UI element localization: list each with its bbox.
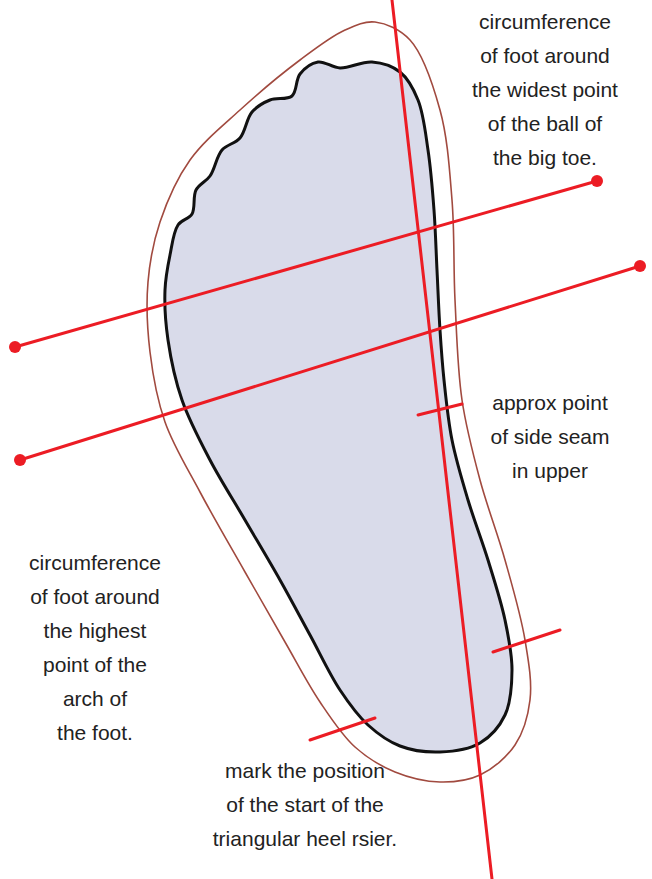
label-line: the big toe.	[472, 141, 618, 175]
label-line: of foot around	[472, 39, 618, 73]
end-dot	[14, 454, 26, 466]
end-dot	[591, 175, 603, 187]
annotation-label: circumference of foot around the highest…	[29, 546, 161, 750]
label-line: point of the	[29, 648, 161, 682]
label-line: the widest point	[472, 73, 618, 107]
end-dot	[9, 341, 21, 353]
label-line: of the ball of	[472, 107, 618, 141]
label-line: triangular heel rsier.	[213, 822, 397, 856]
label-line: circumference	[29, 546, 161, 580]
label-line: mark the position	[213, 754, 397, 788]
label-line: of foot around	[29, 580, 161, 614]
label-line: approx point	[490, 386, 609, 420]
label-line: the highest	[29, 614, 161, 648]
label-line: of the start of the	[213, 788, 397, 822]
label-line: circumference	[472, 5, 618, 39]
label-line: in upper	[490, 454, 609, 488]
annotation-label: approx point of side seam in upper	[490, 386, 609, 488]
side-seam-mark	[418, 404, 462, 415]
end-dot	[634, 260, 646, 272]
label-line: of side seam	[490, 420, 609, 454]
label-line: the foot.	[29, 716, 161, 750]
annotation-label: mark the position of the start of the tr…	[213, 754, 397, 856]
axis-line	[392, 0, 492, 879]
heel-mark	[310, 718, 375, 740]
ball-line	[15, 181, 597, 347]
arch-line	[20, 266, 640, 460]
label-line: arch of	[29, 682, 161, 716]
heel-mark	[493, 630, 560, 652]
annotation-label: circumference of foot around the widest …	[472, 5, 618, 175]
foot-outline	[165, 62, 512, 752]
